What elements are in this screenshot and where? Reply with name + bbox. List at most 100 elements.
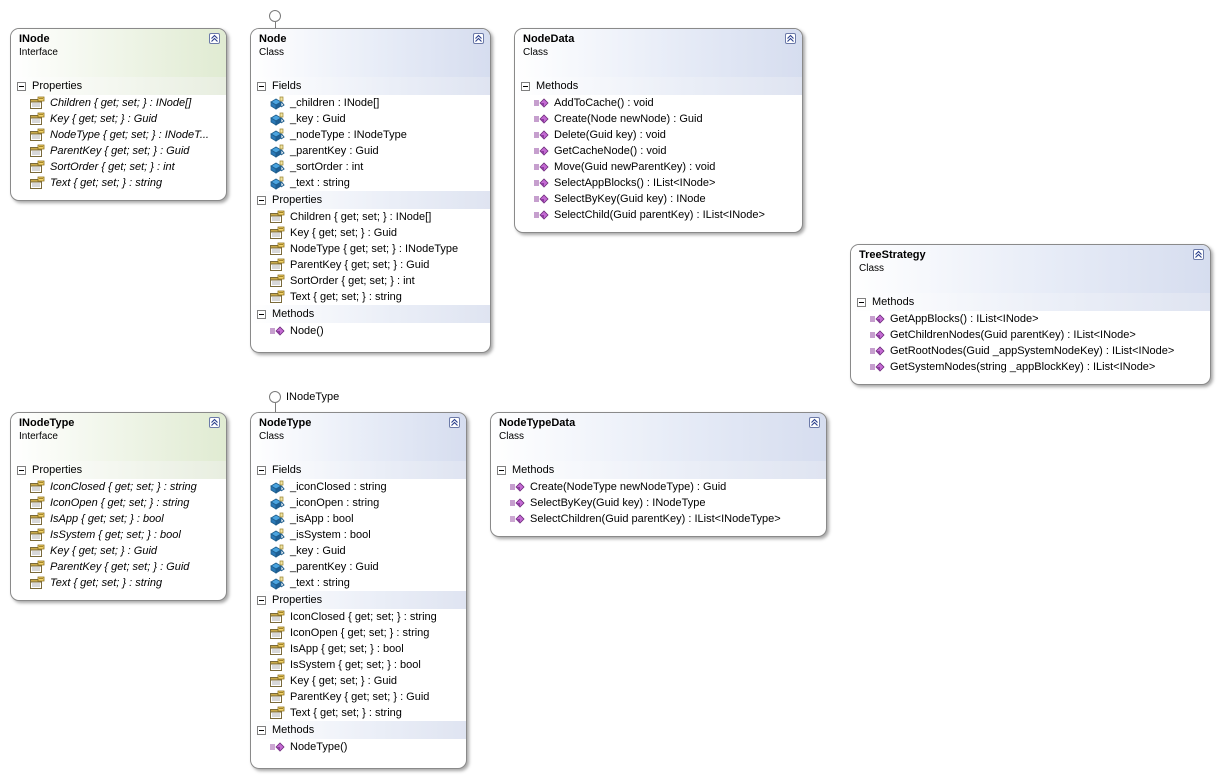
member-row[interactable]: _parentKey : Guid bbox=[251, 559, 466, 575]
node-section-fields[interactable]: Fields bbox=[251, 77, 490, 95]
member-row[interactable]: _children : INode[] bbox=[251, 95, 490, 111]
member-row[interactable]: IconOpen { get; set; } : string bbox=[251, 625, 466, 641]
collapse-minus-icon[interactable] bbox=[17, 81, 26, 91]
member-row[interactable]: Move(Guid newParentKey) : void bbox=[515, 159, 802, 175]
member-row[interactable]: GetChildrenNodes(Guid parentKey) : IList… bbox=[851, 327, 1210, 343]
member-row[interactable]: SelectChildren(Guid parentKey) : IList<I… bbox=[491, 511, 826, 527]
member-row[interactable]: _iconClosed : string bbox=[251, 479, 466, 495]
member-row[interactable]: Create(Node newNode) : Guid bbox=[515, 111, 802, 127]
member-row[interactable]: Key { get; set; } : Guid bbox=[251, 673, 466, 689]
collapse-chevron-icon[interactable] bbox=[209, 33, 220, 44]
member-row[interactable]: _isSystem : bool bbox=[251, 527, 466, 543]
member-row[interactable]: _parentKey : Guid bbox=[251, 143, 490, 159]
member-row[interactable]: ParentKey { get; set; } : Guid bbox=[251, 257, 490, 273]
member-row[interactable]: NodeType() bbox=[251, 739, 466, 755]
member-row[interactable]: _iconOpen : string bbox=[251, 495, 466, 511]
member-row[interactable]: Create(NodeType newNodeType) : Guid bbox=[491, 479, 826, 495]
collapse-chevron-icon[interactable] bbox=[809, 417, 820, 428]
node-section-properties[interactable]: Properties bbox=[251, 191, 490, 209]
member-row[interactable]: GetCacheNode() : void bbox=[515, 143, 802, 159]
member-row[interactable]: IconClosed { get; set; } : string bbox=[11, 479, 226, 495]
member-row[interactable]: ParentKey { get; set; } : Guid bbox=[251, 689, 466, 705]
nodetype-section-fields[interactable]: Fields bbox=[251, 461, 466, 479]
treestrategy-section-methods[interactable]: Methods bbox=[851, 293, 1210, 311]
member-row[interactable]: Delete(Guid key) : void bbox=[515, 127, 802, 143]
member-row[interactable]: SelectChild(Guid parentKey) : IList<INod… bbox=[515, 207, 802, 223]
collapse-minus-icon[interactable] bbox=[497, 465, 506, 475]
member-row[interactable]: Text { get; set; } : string bbox=[11, 175, 226, 191]
collapse-minus-icon[interactable] bbox=[17, 465, 26, 475]
member-row[interactable]: IsSystem { get; set; } : bool bbox=[251, 657, 466, 673]
collapse-minus-icon[interactable] bbox=[257, 195, 266, 205]
member-row[interactable]: IsApp { get; set; } : bool bbox=[251, 641, 466, 657]
member-row[interactable]: AddToCache() : void bbox=[515, 95, 802, 111]
collapse-minus-icon[interactable] bbox=[257, 81, 266, 91]
collapse-chevron-icon[interactable] bbox=[209, 417, 220, 428]
collapse-chevron-icon[interactable] bbox=[1193, 249, 1204, 260]
member-row[interactable]: SortOrder { get; set; } : int bbox=[251, 273, 490, 289]
member-row[interactable]: SortOrder { get; set; } : int bbox=[11, 159, 226, 175]
member-row[interactable]: IsSystem { get; set; } : bool bbox=[11, 527, 226, 543]
member-row[interactable]: Key { get; set; } : Guid bbox=[11, 111, 226, 127]
member-row[interactable]: GetRootNodes(Guid _appSystemNodeKey) : I… bbox=[851, 343, 1210, 359]
inode-section-properties[interactable]: Properties bbox=[11, 77, 226, 95]
nodetype-section-methods[interactable]: Methods bbox=[251, 721, 466, 739]
member-row[interactable]: _nodeType : INodeType bbox=[251, 127, 490, 143]
node-section-methods[interactable]: Methods bbox=[251, 305, 490, 323]
collapse-chevron-icon[interactable] bbox=[785, 33, 796, 44]
member-row[interactable]: _isApp : bool bbox=[251, 511, 466, 527]
member-row[interactable]: Children { get; set; } : INode[] bbox=[251, 209, 490, 225]
member-row[interactable]: Key { get; set; } : Guid bbox=[11, 543, 226, 559]
member-row[interactable]: NodeType { get; set; } : INodeType bbox=[251, 241, 490, 257]
collapse-minus-icon[interactable] bbox=[257, 595, 266, 605]
member-row[interactable]: _key : Guid bbox=[251, 543, 466, 559]
collapse-chevron-icon[interactable] bbox=[473, 33, 484, 44]
collapse-minus-icon[interactable] bbox=[257, 725, 266, 735]
member-row[interactable]: Key { get; set; } : Guid bbox=[251, 225, 490, 241]
member-row[interactable]: _text : string bbox=[251, 175, 490, 191]
member-row[interactable]: _key : Guid bbox=[251, 111, 490, 127]
member-row[interactable]: Text { get; set; } : string bbox=[251, 705, 466, 721]
member-row[interactable]: _sortOrder : int bbox=[251, 159, 490, 175]
collapse-minus-icon[interactable] bbox=[257, 465, 266, 475]
member-row[interactable]: GetSystemNodes(string _appBlockKey) : IL… bbox=[851, 359, 1210, 375]
member-row[interactable]: Children { get; set; } : INode[] bbox=[11, 95, 226, 111]
member-row[interactable]: GetAppBlocks() : IList<INode> bbox=[851, 311, 1210, 327]
member-row[interactable]: IconClosed { get; set; } : string bbox=[251, 609, 466, 625]
member-row[interactable]: IconOpen { get; set; } : string bbox=[11, 495, 226, 511]
collapse-chevron-icon[interactable] bbox=[449, 417, 460, 428]
collapse-minus-icon[interactable] bbox=[521, 81, 530, 91]
member-row[interactable]: ParentKey { get; set; } : Guid bbox=[11, 559, 226, 575]
member-row[interactable]: IsApp { get; set; } : bool bbox=[11, 511, 226, 527]
collapse-minus-icon[interactable] bbox=[857, 297, 866, 307]
member-row[interactable]: Node() bbox=[251, 323, 490, 339]
member-row[interactable]: SelectByKey(Guid key) : INode bbox=[515, 191, 802, 207]
nodetype-section-properties[interactable]: Properties bbox=[251, 591, 466, 609]
collapse-minus-icon[interactable] bbox=[257, 309, 266, 319]
member-row[interactable]: NodeType { get; set; } : INodeT... bbox=[11, 127, 226, 143]
nodedata-section-methods[interactable]: Methods bbox=[515, 77, 802, 95]
member-row[interactable]: Text { get; set; } : string bbox=[11, 575, 226, 591]
inodetype-section-properties[interactable]: Properties bbox=[11, 461, 226, 479]
member-row[interactable]: Text { get; set; } : string bbox=[251, 289, 490, 305]
member-row[interactable]: SelectByKey(Guid key) : INodeType bbox=[491, 495, 826, 511]
member-text: Children { get; set; } : INode[] bbox=[290, 211, 432, 223]
member-row[interactable]: ParentKey { get; set; } : Guid bbox=[11, 143, 226, 159]
member-row[interactable]: SelectAppBlocks() : IList<INode> bbox=[515, 175, 802, 191]
member-row[interactable]: _text : string bbox=[251, 575, 466, 591]
nodetypedata-section-methods[interactable]: Methods bbox=[491, 461, 826, 479]
